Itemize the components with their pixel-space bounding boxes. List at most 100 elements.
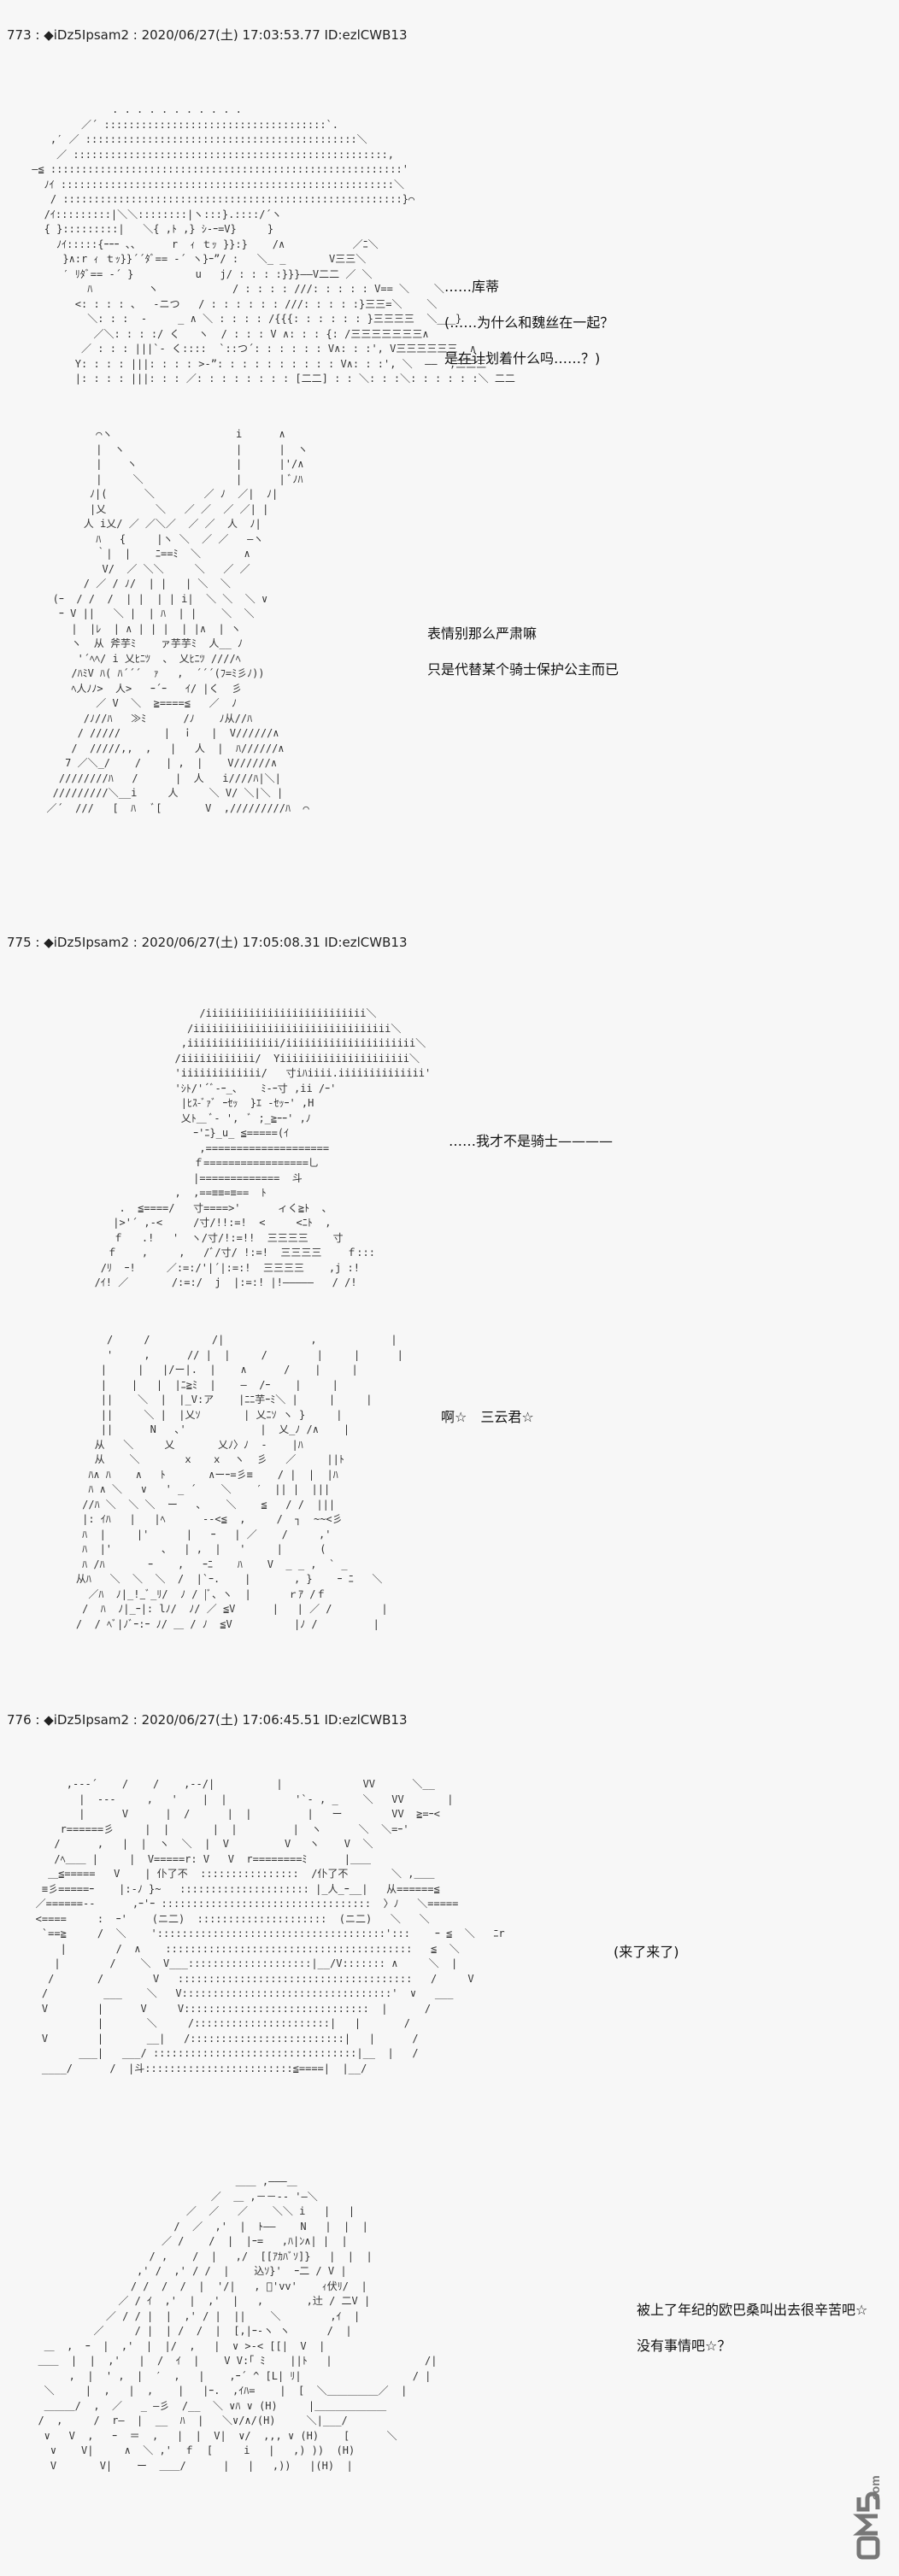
ascii-art-line: | V | / | | | ー VV ≧=ｰ< <box>17 1808 440 1820</box>
ascii-art-line: ＿ , ｰ | ,' | |/ , | ∨ >-< [[| V | <box>26 2339 326 2352</box>
ascii-art-line: ﾉｲ :::::::::::::::::::::::::::::::::::::… <box>26 178 405 191</box>
ascii-art-line: ,==================== <box>51 1141 330 1154</box>
ascii-art-line: ｰ V || ＼ | | ﾊ | | ＼ ＼ <box>34 607 255 619</box>
ascii-art-line: ﾊ /ﾊ ｰ , ｰﾆ ﾊ V _ _ , ` _ <box>51 1558 348 1570</box>
ascii-art-line: ｰ'ﾆ}_u_ ≦=====(ｲ <box>51 1127 290 1139</box>
ascii-art-line: ―≦ :::::::::::::::::::::::::::::::::::::… <box>26 163 408 175</box>
ascii-art-line: (ｰ / / / | | | | i| ＼ ＼ ＼ ∨ <box>34 592 268 605</box>
dialogue-box: (来了来了) <box>614 1940 679 1976</box>
ascii-art-line: ／ / / | |ｰ= ,ﾊ|ﾝ∧| | | <box>26 2235 348 2247</box>
ascii-art-line: ／ ／ ／ ＼＼ i | | <box>26 2205 355 2217</box>
ascii-art-line: ／´ /// [ ﾊ ﾞ[ V ,/////////ﾊ ⌒ <box>34 801 309 814</box>
ascii-art-line: ﾊ ヽ / : : : : ///: : : : : V== ＼ ＼ <box>26 283 444 295</box>
ascii-art-line: /ﾘ ｰ! ／:=:/'|´|:=:! 三三三三 ,j :! <box>51 1261 360 1274</box>
ascii-art-line: ／ﾊ ﾉ|_!_ﾞ_ﾘ/ ﾉ / |ﾞ、ヽ | ｒｱ /ｆ <box>51 1587 326 1600</box>
ascii-art-panel: . . . . . . . . . . . ／´ :::::::::::::::… <box>26 103 515 387</box>
ascii-art-line: ﾉｲ:::::{ｰｰｰ 、、 r ｨ ｔｯ }}:} /∧ ／ﾆ＼ <box>26 238 379 250</box>
ascii-art-line: ＿＿ ,―――＿ <box>26 2175 297 2187</box>
ascii-art-line: 乂ﾄ＿ ﾞ‐ ', ﾞ ;_≧ｰｰ' ,ﾉ <box>51 1112 311 1124</box>
ascii-art-line: ﾊ { |ヽ ＼ ／ ／ ―ヽ <box>34 532 264 545</box>
ascii-art-line: / , | | ヽ ＼ | V V ヽ V ＼ <box>17 1838 373 1850</box>
ascii-art-line: ____/ / |斗::::::::::::::::::::::::≦====|… <box>17 2062 367 2074</box>
ascii-art-line: ／ ::::::::::::::::::::::::::::::::::::::… <box>26 148 395 161</box>
ascii-art-line: |>'´ ,-< /寸/!!:=! < <ﾆﾄ , <box>51 1217 332 1229</box>
ascii-art-line: ／ / ｲ ,' | ,' | , ,辻 / 二V | <box>26 2295 371 2307</box>
ascii-art-line: 'ｼﾄ/'´ﾞ‐ｰ_、 ﾐ‐ｰ寸 ,ii /ｰ' <box>51 1082 337 1094</box>
dialogue-line: ……库蒂 <box>444 279 500 295</box>
ascii-art-line: | |ﾚ | ∧ | | | | |∧ | ヽ <box>34 622 241 635</box>
dialogue-box: 啊☆ 三云君☆ <box>441 1405 534 1441</box>
ascii-art-line: / / ﾍﾞ|ﾉﾞｰ:ｰ ﾉ/ ＿ / ﾉ ≦V |ﾉ / | <box>51 1617 379 1630</box>
ascii-art-line: | ＼ | | ﾞﾉﾊ <box>34 472 303 485</box>
ascii-art-line: ⌒ヽ i ∧ <box>34 428 285 440</box>
ascii-art-line: /ｲ:::::::::|＼＼::::::::|ヽ:::}.::::/´ヽ <box>26 208 282 220</box>
ascii-art-line: . ≦====/ 寸====>' ィく≧ﾄ 、 <box>51 1201 332 1214</box>
ascii-art-line: ′ ﾘﾀﾞ== -´ } u j/ : : : :}}}――V二二 ／ ＼ <box>26 267 373 280</box>
ascii-art-line: | | |/ー|. | ∧ / | | <box>51 1364 358 1376</box>
ascii-art-line: , | ' , | ′ , | ,ｰ´ ^ [L| ﾘ| / | <box>26 2369 432 2382</box>
ascii-art-line: V | __| /:::::::::::::::::::::::::| | / <box>17 2032 419 2045</box>
post-header: 776 : ◆iDz5Ipsam2 : 2020/06/27(土) 17:06:… <box>7 1712 408 1728</box>
ascii-art-line: ｆ , , /ﾞ/寸/ !:=! 三三三三 ｆ::: <box>51 1247 375 1259</box>
ascii-art-line: / ／ ,' | ﾄ―― N | | | <box>26 2220 368 2233</box>
ascii-art-line: 从ﾊ ＼ ＼ ＼ / |`ｰ. | , } ｰ ﾆ ＼ <box>51 1573 383 1585</box>
ascii-art-line: ,---´ / / ,--/| | VV ＼__ <box>17 1778 435 1790</box>
ascii-art-line: ｀| | ﾆ==ﾐ ＼ ∧ <box>34 548 250 560</box>
ascii-art-line: ,iiiiiiiiiiiiiii/iiiiiiiiiiiiiiiiiiiii＼ <box>51 1037 426 1049</box>
ascii-art-line: | ヽ | | ヽ <box>34 443 308 455</box>
ascii-art-line: /ﾉ//ﾊ ≫ﾐ /ﾉ ﾉ从//ﾊ <box>34 712 253 725</box>
ascii-art-line: / / / / | '/| , ﾞ'vv' ｨ伏ﾘ/ | <box>26 2280 367 2292</box>
dialogue-box: ……我才不是骑士———— <box>449 1130 613 1165</box>
dialogue-line: (来了来了) <box>614 1944 679 1960</box>
ascii-art-line: ／´ ::::::::::::::::::::::::::::::::::::`… <box>26 118 339 131</box>
dialogue-box: 被上了年纪的欧巴桑叫出去很辛苦吧☆没有事情吧☆？ <box>637 2298 867 2370</box>
ascii-art-line: { }:::::::::| ＼{ ,ﾄ ,} ｼ-ｰ=V} } <box>26 223 274 235</box>
ascii-art-line: /ﾍ＿＿ | | V=====r: V V r========ﾐ |＿＿ <box>17 1852 372 1865</box>
ascii-art-line: ／ / / | | ,' / | || ＼ ,ｲ | <box>26 2309 361 2322</box>
ascii-art-line: ﾍ人ﾉﾉ> 人> ｰ´ｰ ｲ/ |く 彡 <box>34 682 242 695</box>
ascii-art-line: | ＼ /::::::::::::::::::::::| | / <box>17 2017 410 2029</box>
ascii-art-line: || N ､' | 乂_ﾉ /∧ | <box>51 1423 350 1435</box>
ascii-art-line: ｆ=================乚 <box>51 1157 319 1169</box>
dialogue-line: 被上了年纪的欧巴桑叫出去很辛苦吧☆ <box>637 2302 868 2318</box>
ascii-art-line: ／ V ＼ ≧====≦ ／ ﾉ <box>34 697 238 709</box>
ascii-art-line: , ,==≡≡=≡== ﾄ <box>51 1187 267 1199</box>
ascii-art-line: 从 ＼ 乂 乂ﾉ〉ﾉ ‐ |ﾊ <box>51 1438 303 1451</box>
ascii-art-line: |============= 斗 <box>51 1171 303 1184</box>
ascii-art-line: ／ : : : |||`- く:::: `::つ´: : : : : : V∧:… <box>26 343 477 355</box>
ascii-art-line: ∨ V , ｰ ＝ , | | V| ∨/ ,,, ∨ (H) [ ＼ <box>26 2429 397 2442</box>
ascii-art-line: '´ﾍﾍ/ i 乂ﾋﾆﾂ 、 乂ﾋﾆﾂ ////ﾍ <box>34 652 241 665</box>
ascii-art-line: ﾊ∧ ﾊ ∧ ﾄ ∧ーｰ=彡≡ / | | |ﾊ <box>51 1468 338 1481</box>
post-header: 773 : ◆iDz5Ipsam2 : 2020/06/27(土) 17:03:… <box>7 27 408 43</box>
ascii-art-line: 从 ＼ ｘ ｘ ヽ 彡 ／ ||ﾄ <box>51 1453 344 1465</box>
ascii-art-line: ｆ .! ' ヽ/寸/!:=!! 三三三三 寸 <box>51 1231 344 1244</box>
dialogue-line: 只是代替某个骑士保护公主而已 <box>427 661 620 678</box>
ascii-art-line: | ヽ | |'/∧ <box>34 458 304 470</box>
ascii-art-line: / , / | ,/ [[ｱｶﾊﾞｿ]} | | | <box>26 2250 373 2262</box>
ascii-art-panel: / / /| , | ' , // | | / | | | | | |/ー|. … <box>51 1333 403 1632</box>
ascii-art-line: |乂 ＼ ／ ／ ／ ／| | <box>34 502 269 515</box>
ascii-art-line: ////////ﾊ / | 人 i////ﾊ|＼| <box>34 772 281 784</box>
svg-text:.com: .com <box>868 2475 882 2503</box>
ascii-art-line: ／ / | | / / | [,|ｰ‐ヽ ヽ / | <box>26 2325 352 2337</box>
ascii-art-line: |: ｲﾊ | |ﾍ ‐-<≦ , / ┐ ~~<彡 <box>51 1513 343 1525</box>
ascii-art-line: /ﾊﾐV ﾊ( ﾊ´´´ ｧ , ´´´(ﾌ=ﾐ彡ﾉ)) <box>34 667 265 679</box>
ascii-art-line: |ﾋｽ-ﾞｧﾞ ｰｾｯ }ｴ -ｾｯｰ' ,H <box>51 1097 314 1109</box>
ascii-art-line: ' , // | | / | | | <box>51 1348 403 1361</box>
ascii-art-line: || ＼ | |乂ｿ | 乂ﾆｿ ヽ } | <box>51 1408 343 1421</box>
ascii-art-line: ﾉ|( ＼ ／ ﾉ ／| ﾉ| <box>34 488 279 500</box>
dialogue-line: 是在计划着什么吗……？) <box>444 350 601 367</box>
ascii-art-line: / ﾊ ﾉ|_ｰ|: lﾉ/ ﾉ/ ／ ≦V | | ／ / | <box>51 1603 388 1615</box>
ascii-art-panel: ⌒ヽ i ∧ | ヽ | | ヽ | ヽ | |'/∧ | ＼ | | ﾞﾉﾊ … <box>34 427 309 816</box>
ascii-art-line: /////////＼__i 人 ＼ V/ ＼|＼ | <box>34 787 284 799</box>
ascii-art-line: ／ ＿ ,－－-‐ '―＼ <box>26 2190 318 2203</box>
ascii-art-line: ,′ ／ :::::::::::::::::::::::::::::::::::… <box>26 133 367 145</box>
ascii-art-line: Y: : : : |||: : : : >-”: : : : : : : : :… <box>26 357 487 370</box>
ascii-art-line: `==≧ / ＼ '::::::::::::::::::::::::::::::… <box>17 1928 505 1939</box>
ascii-art-line: ＿＿＿/ , ／ _ ―彡 /__ ＼ ∨ﾊ ∨ (H) |＿＿＿＿＿＿＿ <box>26 2399 387 2412</box>
dialogue-line: (……为什么和魏丝在一起？ <box>444 314 614 331</box>
ascii-art-line: ≡彡=====ｰ |:-ﾉ }~ ::::::::::::::::::::: |… <box>17 1882 440 1895</box>
ascii-art-line: /ｲ! ／ /:=:/ j |:=:! |!――――― / /! <box>51 1276 357 1288</box>
ascii-art-line: 人 i乂/ ／ ／＼／ ／ ／ 人 ﾉ| <box>34 518 261 530</box>
ascii-art-line: | --- , ' | | '`‐ , _ ＼ VV | <box>17 1793 454 1805</box>
